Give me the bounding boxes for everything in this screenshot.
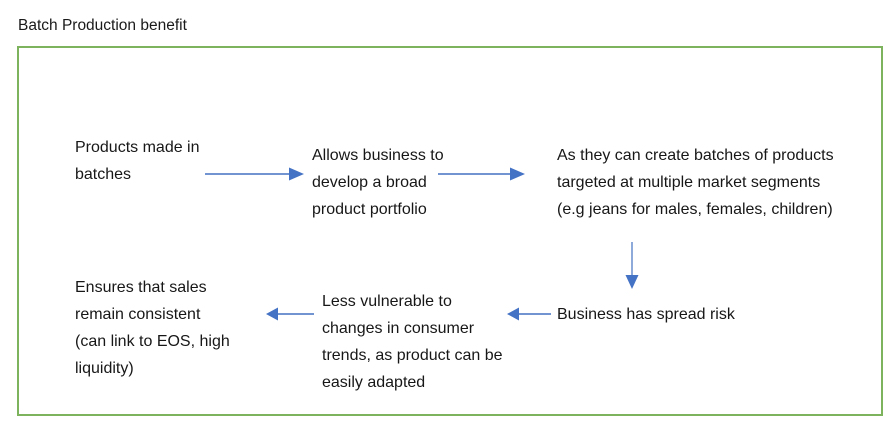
diagram-node-less-vulnerable-to-changes: Less vulnerable to changes in consumer t… <box>322 293 503 391</box>
diagram-node-ensures-sales-remain-consistent: Ensures that sales remain consistent (ca… <box>75 279 230 377</box>
arrow-left-icon-less-vulnerable-to-ensures-sales <box>266 306 314 322</box>
arrow-right-icon-portfolio-to-segments <box>438 166 526 182</box>
arrow-down-icon-segments-to-spread-risk <box>624 242 640 290</box>
diagram-node-batches-market-segments: As they can create batches of products t… <box>557 147 834 218</box>
diagram-node-broad-product-portfolio: Allows business to develop a broad produ… <box>312 147 444 218</box>
diagram-frame: Products made in batches Allows business… <box>17 46 883 416</box>
diagram-node-products-made-in-batches: Products made in batches <box>75 139 200 183</box>
arrow-right-icon-products-to-portfolio <box>205 166 305 182</box>
diagram-node-business-has-spread-risk: Business has spread risk <box>557 306 735 323</box>
page-title: Batch Production benefit <box>18 17 187 34</box>
arrow-left-icon-spread-risk-to-less-vulnerable <box>507 306 551 322</box>
